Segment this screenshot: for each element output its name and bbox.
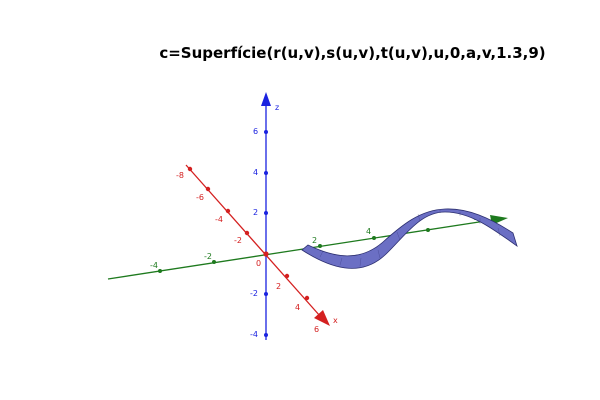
x-tick-label: -2 <box>234 236 242 245</box>
z-tick-dot <box>264 292 268 296</box>
z-tick-label: 4 <box>253 168 258 177</box>
y-tick-label: 4 <box>366 227 371 236</box>
x-tick-label: -6 <box>196 193 204 202</box>
y-tick-label: -2 <box>204 252 212 261</box>
z-axis-arrow <box>261 92 271 106</box>
z-tick-label: -2 <box>250 289 258 298</box>
z-tick-label: 2 <box>253 208 258 217</box>
x-axis-name: x <box>333 316 338 325</box>
y-tick-dot <box>372 236 376 240</box>
x-tick-label: 2 <box>276 282 281 291</box>
surface-ribbon <box>301 208 518 269</box>
y-tick-label: -4 <box>150 261 158 270</box>
x-axis-arrow <box>314 310 330 326</box>
x-tick-label: 6 <box>314 325 319 334</box>
z-tick-dot <box>264 130 268 134</box>
x-axis: x -8 -6 -4 -2 2 4 6 <box>176 164 338 334</box>
x-tick-dot <box>187 166 193 172</box>
z-axis-name: z <box>275 103 279 112</box>
surface-c[interactable] <box>301 208 518 269</box>
z-tick-label: 0 <box>256 259 261 268</box>
y-tick-dot <box>426 228 430 232</box>
x-tick-label: -4 <box>215 215 223 224</box>
z-tick-dot <box>264 333 268 337</box>
y-tick-dot <box>318 244 322 248</box>
x-tick-label: -8 <box>176 171 184 180</box>
x-tick-dot <box>225 208 231 214</box>
y-axis-line <box>107 219 493 280</box>
z-tick-label: 6 <box>253 127 258 136</box>
x-tick-label: 4 <box>295 303 300 312</box>
z-tick-dot <box>264 211 268 215</box>
x-tick-dot <box>244 230 250 236</box>
z-tick-dot <box>264 171 268 175</box>
x-tick-dot <box>284 273 290 279</box>
command-title: c=Superfície(r(u,v),s(u,v),t(u,v),u,0,a,… <box>159 44 546 62</box>
y-tick-label: 2 <box>312 236 317 245</box>
z-tick-label: -4 <box>250 330 258 339</box>
y-tick-dot <box>212 260 216 264</box>
x-tick-dot <box>205 186 211 192</box>
z-axis: z 6 4 2 0 -2 -4 <box>250 92 279 340</box>
y-tick-dot <box>158 269 162 273</box>
x-tick-dot <box>263 251 269 257</box>
x-tick-dot <box>304 295 310 301</box>
surface-mesh <box>319 210 501 267</box>
